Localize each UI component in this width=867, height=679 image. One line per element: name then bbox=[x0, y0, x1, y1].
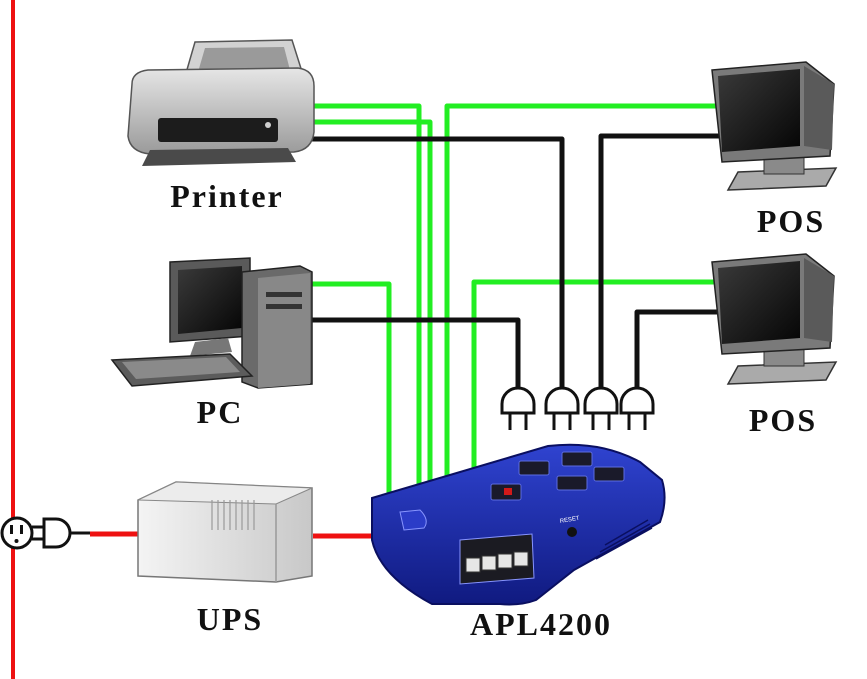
control-cable-pos-top bbox=[598, 133, 722, 390]
data-cable-printer-b bbox=[312, 119, 433, 484]
device-label: APL4200 bbox=[470, 606, 612, 642]
pc-label: PC bbox=[197, 394, 244, 430]
reset-label: RESET bbox=[559, 516, 580, 525]
apl4200-device-icon: RESET bbox=[371, 443, 666, 606]
plug-icon-1 bbox=[500, 386, 536, 430]
ups-icon bbox=[137, 481, 313, 583]
control-cables bbox=[300, 133, 722, 390]
control-cable-printer bbox=[300, 136, 565, 390]
printer-icon bbox=[127, 39, 315, 166]
data-cable-pos-bottom bbox=[471, 279, 722, 474]
pc-icon bbox=[110, 257, 313, 389]
plug-icon-3 bbox=[583, 386, 619, 430]
control-cable-pos-bottom bbox=[634, 309, 722, 390]
outlet-panel bbox=[518, 451, 625, 491]
data-cables bbox=[312, 103, 722, 498]
pos-terminal-icon-bottom bbox=[711, 253, 838, 385]
wall-outlet-icon bbox=[0, 516, 34, 550]
pos-terminal-icon-top bbox=[711, 61, 838, 191]
pos-label-top: POS bbox=[757, 203, 825, 239]
plug-icon-4 bbox=[619, 386, 655, 430]
power-plug-icon bbox=[32, 517, 90, 549]
control-cable-pc bbox=[312, 317, 521, 390]
ethernet-ports bbox=[465, 551, 529, 573]
data-cable-pos-top bbox=[444, 103, 722, 482]
plug-icon-2 bbox=[544, 386, 580, 430]
ups-label: UPS bbox=[197, 601, 263, 637]
pos-label-bottom: POS bbox=[749, 402, 817, 438]
data-cable-pc bbox=[312, 281, 392, 498]
data-cable-printer-a bbox=[312, 103, 422, 484]
printer-label: Printer bbox=[170, 178, 284, 214]
